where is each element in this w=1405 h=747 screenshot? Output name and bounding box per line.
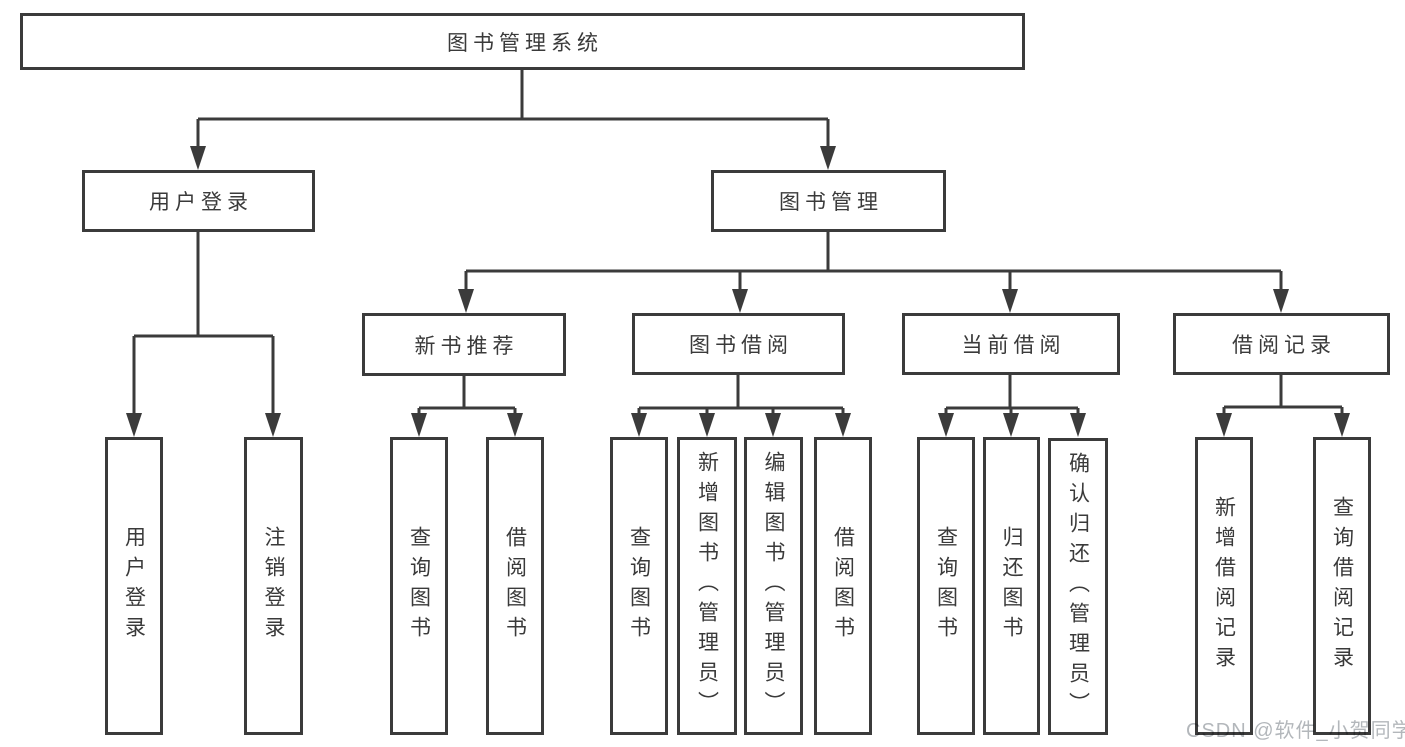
node-new-book-recommend-label: 新书推荐 bbox=[414, 334, 519, 358]
leaf-cb-query-books: 查询图书 bbox=[917, 437, 975, 735]
arrowhead-cb-query bbox=[938, 413, 954, 437]
node-root-system: 图书管理系统 bbox=[20, 13, 1025, 70]
leaf-bb-add-books-admin: 新增图书（管理员） bbox=[677, 437, 737, 735]
arrowhead-leaf-login bbox=[126, 413, 142, 437]
arrowhead-cb-confirm bbox=[1070, 413, 1086, 437]
leaf-bb-borrow-books-label: 借阅图书 bbox=[831, 526, 855, 646]
leaf-cb-return-books: 归还图书 bbox=[983, 437, 1040, 735]
arrowhead-bb-add bbox=[699, 413, 715, 437]
node-new-book-recommend: 新书推荐 bbox=[362, 313, 566, 376]
arrowhead-new-books bbox=[458, 289, 474, 313]
leaf-cb-query-books-label: 查询图书 bbox=[934, 526, 958, 646]
leaf-logout-label: 注销登录 bbox=[262, 526, 285, 646]
node-book-borrow: 图书借阅 bbox=[632, 313, 845, 375]
node-borrow-records-label: 借阅记录 bbox=[1232, 334, 1336, 357]
leaf-br-add-record: 新增借阅记录 bbox=[1195, 437, 1253, 735]
leaf-cb-confirm-return-admin-label: 确认归还（管理员） bbox=[1066, 451, 1090, 722]
leaf-br-query-record: 查询借阅记录 bbox=[1313, 437, 1371, 735]
leaf-user-login-label: 用户登录 bbox=[122, 526, 146, 646]
leaf-user-login: 用户登录 bbox=[105, 437, 163, 735]
arrowhead-borrow-records bbox=[1273, 289, 1289, 313]
csdn-watermark: CSDN @软件_小贺同学 bbox=[1186, 720, 1405, 742]
leaf-cb-confirm-return-admin: 确认归还（管理员） bbox=[1048, 438, 1108, 735]
arrowheads bbox=[126, 146, 1350, 437]
node-user-login: 用户登录 bbox=[82, 170, 315, 232]
leaf-bb-query-books: 查询图书 bbox=[610, 437, 668, 735]
leaf-nb-borrow-books: 借阅图书 bbox=[486, 437, 544, 735]
node-borrow-records: 借阅记录 bbox=[1173, 313, 1390, 375]
arrowhead-book-borrow bbox=[732, 289, 748, 313]
arrowhead-nb-query bbox=[411, 413, 427, 437]
arrowhead-nb-borrow bbox=[507, 413, 523, 437]
node-current-borrow: 当前借阅 bbox=[902, 313, 1120, 375]
node-book-management: 图书管理 bbox=[711, 170, 946, 232]
leaf-br-query-record-label: 查询借阅记录 bbox=[1330, 496, 1354, 676]
arrowhead-bb-query bbox=[631, 413, 647, 437]
leaf-nb-query-books: 查询图书 bbox=[390, 437, 448, 735]
leaf-cb-return-books-label: 归还图书 bbox=[1000, 526, 1023, 646]
leaf-bb-edit-books-admin-label: 编辑图书（管理员） bbox=[762, 451, 785, 721]
leaf-bb-query-books-label: 查询图书 bbox=[627, 526, 651, 646]
leaf-nb-borrow-books-label: 借阅图书 bbox=[503, 526, 527, 646]
arrowhead-user-login bbox=[190, 146, 206, 170]
arrowhead-bb-edit bbox=[765, 413, 781, 437]
node-root-label: 图书管理系统 bbox=[447, 31, 603, 55]
leaf-bb-edit-books-admin: 编辑图书（管理员） bbox=[744, 437, 803, 735]
arrowhead-bb-borrow bbox=[835, 413, 851, 437]
node-current-borrow-label: 当前借阅 bbox=[961, 334, 1066, 357]
node-user-login-label: 用户登录 bbox=[149, 191, 253, 214]
arrowhead-current-borrow bbox=[1002, 289, 1018, 313]
leaf-br-add-record-label: 新增借阅记录 bbox=[1212, 496, 1236, 676]
leaf-bb-borrow-books: 借阅图书 bbox=[814, 437, 872, 735]
node-book-borrow-label: 图书借阅 bbox=[689, 334, 793, 357]
arrowhead-br-query bbox=[1334, 413, 1350, 437]
node-book-management-label: 图书管理 bbox=[779, 191, 883, 214]
arrowhead-leaf-logout bbox=[265, 413, 281, 437]
arrowhead-br-add bbox=[1216, 413, 1232, 437]
leaf-logout: 注销登录 bbox=[244, 437, 303, 735]
arrowhead-cb-return bbox=[1003, 413, 1019, 437]
leaf-nb-query-books-label: 查询图书 bbox=[407, 526, 431, 646]
leaf-bb-add-books-admin-label: 新增图书（管理员） bbox=[695, 451, 719, 721]
arrowhead-book-mgmt bbox=[820, 146, 836, 170]
